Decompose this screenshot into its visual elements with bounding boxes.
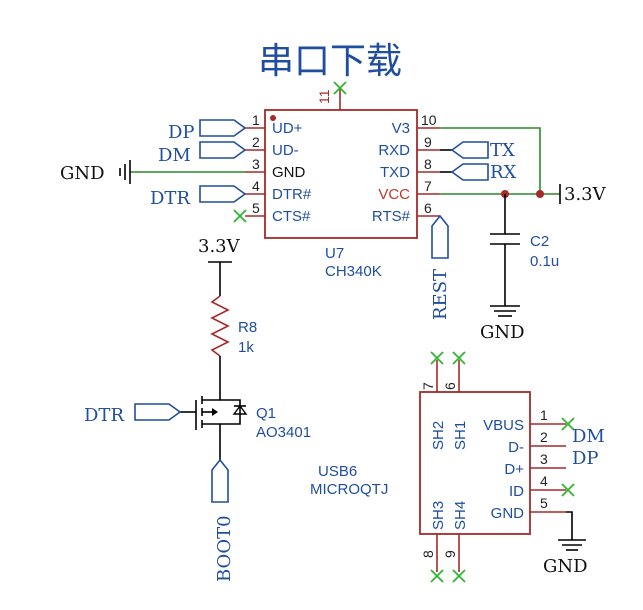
svg-text:3: 3 xyxy=(540,451,548,467)
pin-label: VCC xyxy=(378,186,410,203)
gnd-symbol-usb: GND xyxy=(543,511,588,577)
svg-text:GND: GND xyxy=(480,322,525,343)
net-flag-rx: RX xyxy=(440,162,517,183)
schematic-title: 串口下载 xyxy=(258,41,402,82)
pin-number: 9 xyxy=(424,134,432,150)
capacitor-c2: C2 0.1u GND xyxy=(480,194,559,343)
svg-text:1: 1 xyxy=(540,407,548,423)
svg-text:8: 8 xyxy=(420,550,436,558)
u7-ref: U7 xyxy=(325,245,344,262)
pin-label: CTS# xyxy=(272,208,311,225)
net-flag-dtr-q1: DTR xyxy=(84,403,182,426)
pin-number: 5 xyxy=(252,200,260,216)
svg-text:GND: GND xyxy=(60,163,105,184)
net-flag-dtr: DTR xyxy=(150,185,247,209)
svg-text:D+: D+ xyxy=(504,461,524,478)
svg-text:BOOT0: BOOT0 xyxy=(214,515,235,582)
pin-number: 1 xyxy=(252,112,260,128)
svg-text:5: 5 xyxy=(540,495,548,511)
svg-text:3.3V: 3.3V xyxy=(564,184,607,205)
usb6-connector: 7 6 SH2 SH1 8 9 SH3 SH4 1 2 3 4 5 VBUS D… xyxy=(310,351,575,583)
svg-text:ID: ID xyxy=(509,483,524,500)
svg-text:REST: REST xyxy=(430,269,451,320)
pin-number: 3 xyxy=(252,156,260,172)
svg-text:2: 2 xyxy=(540,429,548,445)
net-flag-dm: DM xyxy=(158,141,247,166)
pin-number: 6 xyxy=(424,200,432,216)
svg-text:SH3: SH3 xyxy=(430,501,447,530)
svg-text:RX: RX xyxy=(490,162,517,183)
svg-text:3.3V: 3.3V xyxy=(198,236,241,257)
pin-label: TXD xyxy=(380,164,410,181)
svg-text:MICROQTJ: MICROQTJ xyxy=(310,481,388,498)
svg-text:DTR: DTR xyxy=(84,405,124,426)
pin-number: 4 xyxy=(252,178,260,194)
pin-label: DTR# xyxy=(272,186,312,203)
net-flag-rest: REST xyxy=(430,214,451,320)
transistor-q1: Q1 AO3401 xyxy=(180,392,311,460)
svg-text:TX: TX xyxy=(490,140,515,161)
pin-label: UD- xyxy=(272,142,299,159)
pin-number: 10 xyxy=(421,112,437,128)
pin-number: 8 xyxy=(424,156,432,172)
u7-value: CH340K xyxy=(325,263,382,280)
pin-number: 2 xyxy=(252,134,260,150)
pin-label: RXD xyxy=(378,142,410,159)
pin-label: UD+ xyxy=(272,120,303,137)
svg-text:SH4: SH4 xyxy=(452,501,469,530)
svg-text:R8: R8 xyxy=(238,319,257,336)
resistor-r8: 3.3V R8 1k xyxy=(198,236,257,392)
svg-text:USB6: USB6 xyxy=(318,463,357,480)
svg-text:4: 4 xyxy=(540,473,548,489)
usb6-body xyxy=(419,391,531,535)
svg-text:GND: GND xyxy=(491,505,525,522)
svg-text:VBUS: VBUS xyxy=(483,417,524,434)
svg-text:6: 6 xyxy=(442,382,458,390)
pin-label: GND xyxy=(272,164,306,181)
svg-text:C2: C2 xyxy=(530,233,549,250)
svg-text:DP: DP xyxy=(168,122,195,143)
net-flag-dp: DP xyxy=(168,119,247,143)
svg-text:7: 7 xyxy=(420,382,436,390)
pin-number: 7 xyxy=(424,178,432,194)
svg-text:9: 9 xyxy=(442,550,458,558)
pin-label: V3 xyxy=(392,120,410,137)
svg-text:DM: DM xyxy=(158,145,191,166)
svg-text:AO3401: AO3401 xyxy=(256,424,311,441)
net-flag-tx: TX xyxy=(440,140,515,161)
u7-body xyxy=(264,109,418,239)
usb-net-dm: DM xyxy=(572,426,605,447)
net-flag-boot0: BOOT0 xyxy=(211,458,235,582)
svg-text:D-: D- xyxy=(508,439,524,456)
svg-text:Q1: Q1 xyxy=(256,405,276,422)
svg-text:SH1: SH1 xyxy=(452,421,469,450)
pin-number: 11 xyxy=(316,89,332,104)
gnd-symbol-left: GND xyxy=(60,160,245,184)
usb-net-dp: DP xyxy=(572,448,599,469)
svg-text:0.1u: 0.1u xyxy=(530,253,559,270)
pin-label: RTS# xyxy=(372,208,411,225)
svg-text:GND: GND xyxy=(543,556,588,577)
u7-chip: 11 EP 1 2 3 4 5 UD+ UD- GND DTR# CTS# 10… xyxy=(233,81,440,280)
svg-text:1k: 1k xyxy=(238,339,254,356)
power-3v3-right: 3.3V xyxy=(440,127,607,205)
svg-text:SH2: SH2 xyxy=(430,421,447,450)
svg-text:DTR: DTR xyxy=(150,188,190,209)
